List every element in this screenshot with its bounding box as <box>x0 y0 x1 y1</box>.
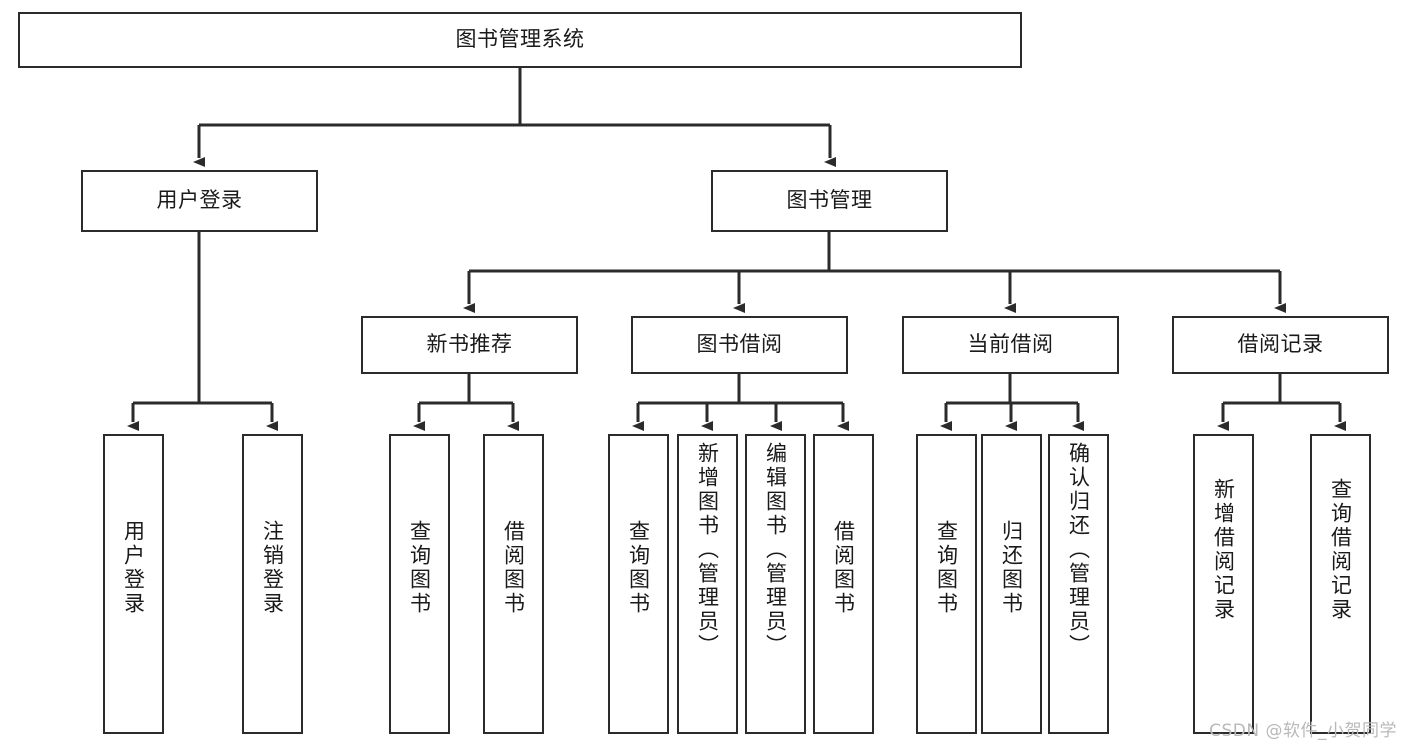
edges-level2-to-level3 <box>463 232 1286 313</box>
node-leaf-query-book-1[interactable]: 查询图书 <box>389 434 450 734</box>
edges-borrow-record-to-leaves <box>1217 374 1346 431</box>
node-current-borrow-label: 当前借阅 <box>967 332 1054 357</box>
edges-current-borrow-to-leaves <box>940 374 1084 431</box>
node-borrow-record-label: 借阅记录 <box>1237 332 1324 357</box>
node-borrow-record[interactable]: 借阅记录 <box>1172 316 1389 374</box>
node-book-management-label: 图书管理 <box>786 188 873 213</box>
node-leaf-user-login-label: 用户登录 <box>121 520 146 616</box>
node-leaf-confirm-return-label: 确认归还（管理员） <box>1066 442 1091 658</box>
node-leaf-add-book-label: 新增图书（管理员） <box>695 442 720 658</box>
node-leaf-borrow-book-2[interactable]: 借阅图书 <box>813 434 874 734</box>
node-leaf-query-record-label: 查询借阅记录 <box>1328 478 1353 622</box>
node-leaf-user-logout-label: 注销登录 <box>260 520 285 616</box>
node-leaf-query-book-2-label: 查询图书 <box>626 520 651 616</box>
edges-root-to-level2 <box>193 68 836 167</box>
node-leaf-add-record-label: 新增借阅记录 <box>1211 478 1236 622</box>
node-root[interactable]: 图书管理系统 <box>18 12 1022 68</box>
node-leaf-borrow-book-1-label: 借阅图书 <box>501 520 526 616</box>
node-leaf-return-book-label: 归还图书 <box>999 520 1024 616</box>
node-new-book-recommend[interactable]: 新书推荐 <box>361 316 578 374</box>
node-user-login[interactable]: 用户登录 <box>81 170 318 232</box>
node-leaf-query-book-3-label: 查询图书 <box>934 520 959 616</box>
node-new-book-recommend-label: 新书推荐 <box>426 332 513 357</box>
node-leaf-edit-book[interactable]: 编辑图书（管理员） <box>745 434 806 734</box>
node-user-login-label: 用户登录 <box>156 188 243 213</box>
node-book-borrow-label: 图书借阅 <box>696 332 783 357</box>
edges-new-book-recommend-to-leaves <box>413 374 519 431</box>
node-leaf-query-book-3[interactable]: 查询图书 <box>916 434 977 734</box>
watermark-text: CSDN @软件_小贺同学 <box>1209 721 1397 741</box>
node-current-borrow[interactable]: 当前借阅 <box>902 316 1119 374</box>
node-book-management[interactable]: 图书管理 <box>711 170 948 232</box>
node-leaf-user-logout[interactable]: 注销登录 <box>242 434 303 734</box>
node-leaf-query-book-2[interactable]: 查询图书 <box>608 434 669 734</box>
node-leaf-user-login[interactable]: 用户登录 <box>103 434 164 734</box>
node-leaf-query-book-1-label: 查询图书 <box>407 520 432 616</box>
edges-user-login-to-leaves <box>127 232 278 431</box>
node-leaf-confirm-return[interactable]: 确认归还（管理员） <box>1048 434 1109 734</box>
node-leaf-borrow-book-1[interactable]: 借阅图书 <box>483 434 544 734</box>
node-root-label: 图书管理系统 <box>455 27 585 52</box>
edges-book-borrow-to-leaves <box>632 374 849 431</box>
node-leaf-query-record[interactable]: 查询借阅记录 <box>1310 434 1371 734</box>
node-leaf-add-record[interactable]: 新增借阅记录 <box>1193 434 1254 734</box>
node-leaf-add-book[interactable]: 新增图书（管理员） <box>677 434 738 734</box>
node-leaf-edit-book-label: 编辑图书（管理员） <box>763 442 788 658</box>
node-leaf-borrow-book-2-label: 借阅图书 <box>831 520 856 616</box>
node-leaf-return-book[interactable]: 归还图书 <box>981 434 1042 734</box>
node-book-borrow[interactable]: 图书借阅 <box>631 316 848 374</box>
